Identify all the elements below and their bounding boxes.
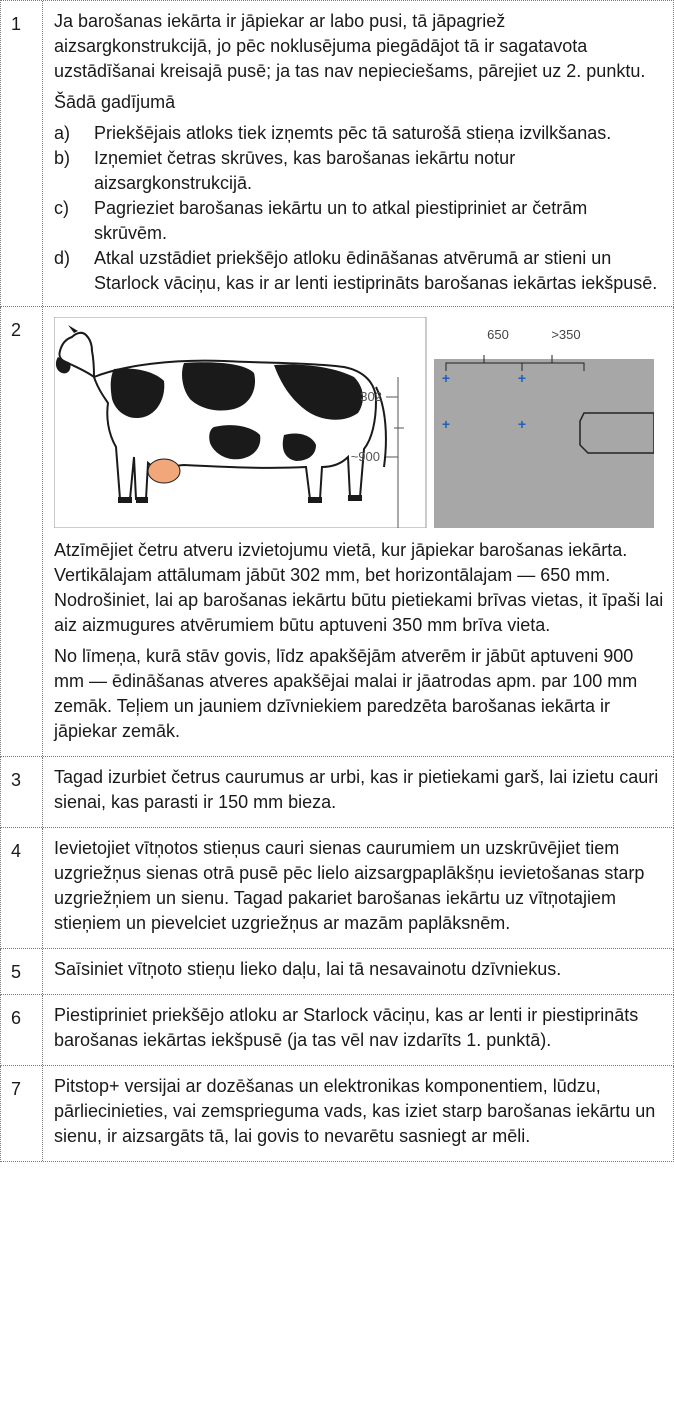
step-number: 2 — [1, 307, 43, 756]
substep-label: b) — [54, 148, 71, 168]
hole-mark: + — [442, 416, 450, 432]
step-body: Piestipriniet priekšējo atloku ar Starlo… — [43, 995, 673, 1065]
dimension-302-label: 302 — [360, 389, 382, 404]
cow-illustration: 302 ~900 — [54, 317, 427, 528]
mounting-diagram: 302 ~900 650 >350 + + + + — [54, 317, 654, 528]
dimension-650-label: 650 — [487, 327, 509, 342]
step-number: 6 — [1, 995, 43, 1065]
step-body: Tagad izurbiet četrus caurumus ar urbi, … — [43, 757, 673, 827]
step-row-1: 1 Ja barošanas iekārta ir jāpiekar ar la… — [0, 0, 674, 307]
wall-hole-diagram: 650 >350 + + + + — [434, 317, 654, 528]
step-row-5: 5 Saīsiniet vītņoto stieņu lieko daļu, l… — [0, 949, 674, 995]
step-body: Ja barošanas iekārta ir jāpiekar ar labo… — [43, 1, 673, 306]
step-row-2: 2 — [0, 307, 674, 757]
hole-mark: + — [518, 370, 526, 386]
dimension-900-label: ~900 — [351, 449, 380, 464]
substep-label: c) — [54, 198, 69, 218]
step-row-3: 3 Tagad izurbiet četrus caurumus ar urbi… — [0, 757, 674, 828]
substep-text: Priekšējais atloks tiek izņemts pēc tā s… — [94, 123, 612, 143]
step-paragraph: Tagad izurbiet četrus caurumus ar urbi, … — [54, 767, 659, 812]
step-paragraph: Ievietojiet vītņotos stieņus cauri siena… — [54, 838, 645, 933]
substep-label: a) — [54, 123, 71, 143]
step-number: 4 — [1, 828, 43, 948]
step-body: 302 ~900 650 >350 + + + + — [43, 307, 673, 756]
step-paragraph: Atzīmējiet četru atveru izvietojumu viet… — [54, 540, 664, 635]
step-paragraph: Saīsiniet vītņoto stieņu lieko daļu, lai… — [54, 959, 562, 979]
step-number: 1 — [1, 1, 43, 306]
substep-text: Atkal uzstādiet priekšējo atloku ēdināša… — [94, 248, 658, 293]
feeder-outline — [579, 412, 654, 454]
step-number: 7 — [1, 1066, 43, 1161]
substep-item: b) Izņemiet četras skrūves, kas barošana… — [54, 146, 665, 196]
step-paragraph: Ja barošanas iekārta ir jāpiekar ar labo… — [54, 11, 646, 81]
step-body: Saīsiniet vītņoto stieņu lieko daļu, lai… — [43, 949, 673, 994]
step-paragraph: No līmeņa, kurā stāv govis, līdz apakšēj… — [54, 646, 638, 741]
step-number: 3 — [1, 757, 43, 827]
substep-item: d) Atkal uzstādiet priekšējo atloku ēdin… — [54, 246, 665, 296]
step-row-7: 7 Pitstop+ versijai ar dozēšanas un elek… — [0, 1066, 674, 1162]
substep-text: Izņemiet četras skrūves, kas barošanas i… — [94, 148, 516, 193]
substep-text: Pagrieziet barošanas iekārtu un to atkal… — [94, 198, 588, 243]
instruction-table: 1 Ja barošanas iekārta ir jāpiekar ar la… — [0, 0, 674, 1162]
step-number: 5 — [1, 949, 43, 994]
mounting-figure: 302 ~900 650 >350 + + + + — [54, 317, 665, 528]
substep-item: c) Pagrieziet barošanas iekārtu un to at… — [54, 196, 665, 246]
step-paragraph: Pitstop+ versijai ar dozēšanas un elektr… — [54, 1076, 656, 1146]
step-body: Ievietojiet vītņotos stieņus cauri siena… — [43, 828, 673, 948]
step-row-6: 6 Piestipriniet priekšējo atloku ar Star… — [0, 995, 674, 1066]
step-paragraph: Šādā gadījumā — [54, 92, 176, 112]
step-paragraph: Piestipriniet priekšējo atloku ar Starlo… — [54, 1005, 639, 1050]
substep-item: a) Priekšējais atloks tiek izņemts pēc t… — [54, 121, 665, 146]
substep-list: a) Priekšējais atloks tiek izņemts pēc t… — [54, 121, 665, 296]
hole-mark: + — [442, 370, 450, 386]
step-row-4: 4 Ievietojiet vītņotos stieņus cauri sie… — [0, 828, 674, 949]
dimension-350-label: >350 — [551, 327, 580, 342]
step-body: Pitstop+ versijai ar dozēšanas un elektr… — [43, 1066, 673, 1161]
substep-label: d) — [54, 248, 71, 268]
hole-mark: + — [518, 416, 526, 432]
